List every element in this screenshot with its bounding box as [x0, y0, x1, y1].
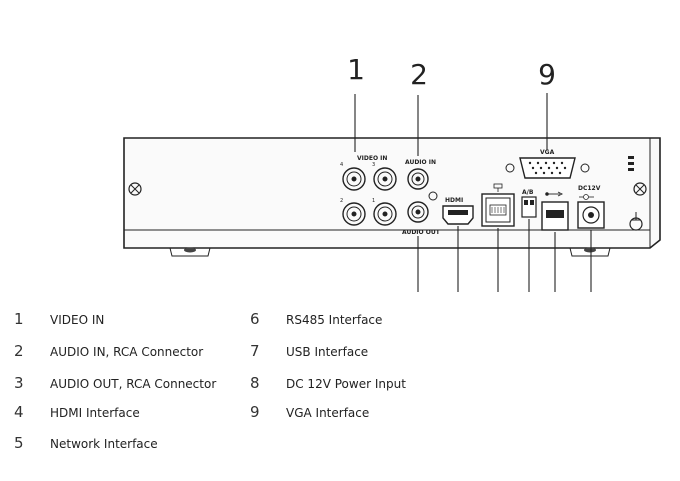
legend-number: 7 [250, 342, 260, 360]
svg-text:2: 2 [340, 198, 343, 204]
right-screw-icon [633, 182, 647, 196]
svg-text:3: 3 [372, 162, 375, 168]
legend-item: 1 VIDEO IN [14, 310, 104, 328]
audio-connectors: AUDIO IN AUDIO OUT [402, 159, 441, 236]
legend-number: 3 [14, 374, 24, 392]
vga-label: VGA [540, 149, 555, 156]
legend-number: 6 [250, 310, 260, 328]
rs485-terminal: A/B [521, 189, 537, 218]
callout-number-2: 2 [410, 58, 428, 91]
legend-item: 7 USB Interface [250, 342, 368, 360]
audio-out-rca [407, 201, 429, 223]
callout-lines [354, 93, 592, 292]
legend-number: 8 [250, 374, 260, 392]
dc-polarity-icon [579, 194, 594, 200]
legend-text: RS485 Interface [286, 313, 383, 327]
vent-icon [628, 156, 634, 171]
hdmi-port: HDMI [442, 197, 474, 225]
legend-text: VIDEO IN [50, 313, 105, 327]
legend-item: 2 AUDIO IN, RCA Connector [14, 342, 203, 360]
legend-number: 5 [14, 434, 24, 452]
dc-power-jack: DC12V [577, 185, 605, 229]
ground-icon [629, 212, 643, 231]
rear-panel-diagram: VIDEO IN 4 3 2 1 AUDIO IN AUDIO OUT HDMI [123, 53, 661, 292]
audio-in-rca [407, 168, 429, 190]
legend-text: AUDIO OUT, RCA Connector [50, 377, 217, 391]
callout-numbers: 1 2 9 3 4 5 6 7 8 [347, 53, 556, 91]
legend-number: 9 [250, 403, 260, 421]
ab-label: A/B [522, 189, 534, 196]
legend-text: AUDIO IN, RCA Connector [50, 345, 204, 359]
video-in-label: VIDEO IN [357, 155, 387, 162]
legend-number: 4 [14, 403, 24, 421]
usb-icon [545, 191, 564, 197]
bnc-connector-4 [342, 167, 366, 191]
callout-number-9: 9 [538, 58, 556, 91]
vga-right-screw-icon [580, 163, 590, 173]
network-port [481, 183, 515, 227]
svg-text:1: 1 [372, 198, 375, 204]
legend-item: 5 Network Interface [14, 434, 158, 452]
audio-screw-icon [428, 191, 438, 201]
legend-item: 3 AUDIO OUT, RCA Connector [14, 374, 216, 392]
svg-text:4: 4 [340, 162, 343, 168]
dc-label: DC12V [578, 185, 601, 192]
video-in-connectors: VIDEO IN 4 3 2 1 [340, 155, 397, 226]
legend-text: HDMI Interface [50, 406, 140, 420]
legend-item: 6 RS485 Interface [250, 310, 382, 328]
audio-in-label: AUDIO IN [405, 159, 436, 166]
legend-number: 2 [14, 342, 24, 360]
legend-number: 1 [14, 310, 24, 328]
left-screw-icon [128, 182, 142, 196]
vga-port: VGA [505, 149, 590, 179]
usb-port [541, 191, 569, 231]
bnc-connector-1 [373, 202, 397, 226]
callout-number-1: 1 [347, 53, 365, 86]
network-icon [493, 183, 503, 192]
legend-text: Network Interface [50, 437, 158, 451]
legend-text: USB Interface [286, 345, 369, 359]
legend-item: 9 VGA Interface [250, 403, 369, 421]
legend-item: 4 HDMI Interface [14, 403, 140, 421]
bnc-connector-3 [373, 167, 397, 191]
legend: 1 VIDEO IN 2 AUDIO IN, RCA Connector 3 A… [0, 300, 680, 481]
hdmi-label: HDMI [445, 197, 463, 204]
legend-text: DC 12V Power Input [286, 377, 406, 391]
legend-text: VGA Interface [286, 406, 370, 420]
legend-item: 8 DC 12V Power Input [250, 374, 406, 392]
audio-out-label: AUDIO OUT [402, 229, 441, 236]
bnc-connector-2 [342, 202, 366, 226]
vga-left-screw-icon [505, 163, 515, 173]
